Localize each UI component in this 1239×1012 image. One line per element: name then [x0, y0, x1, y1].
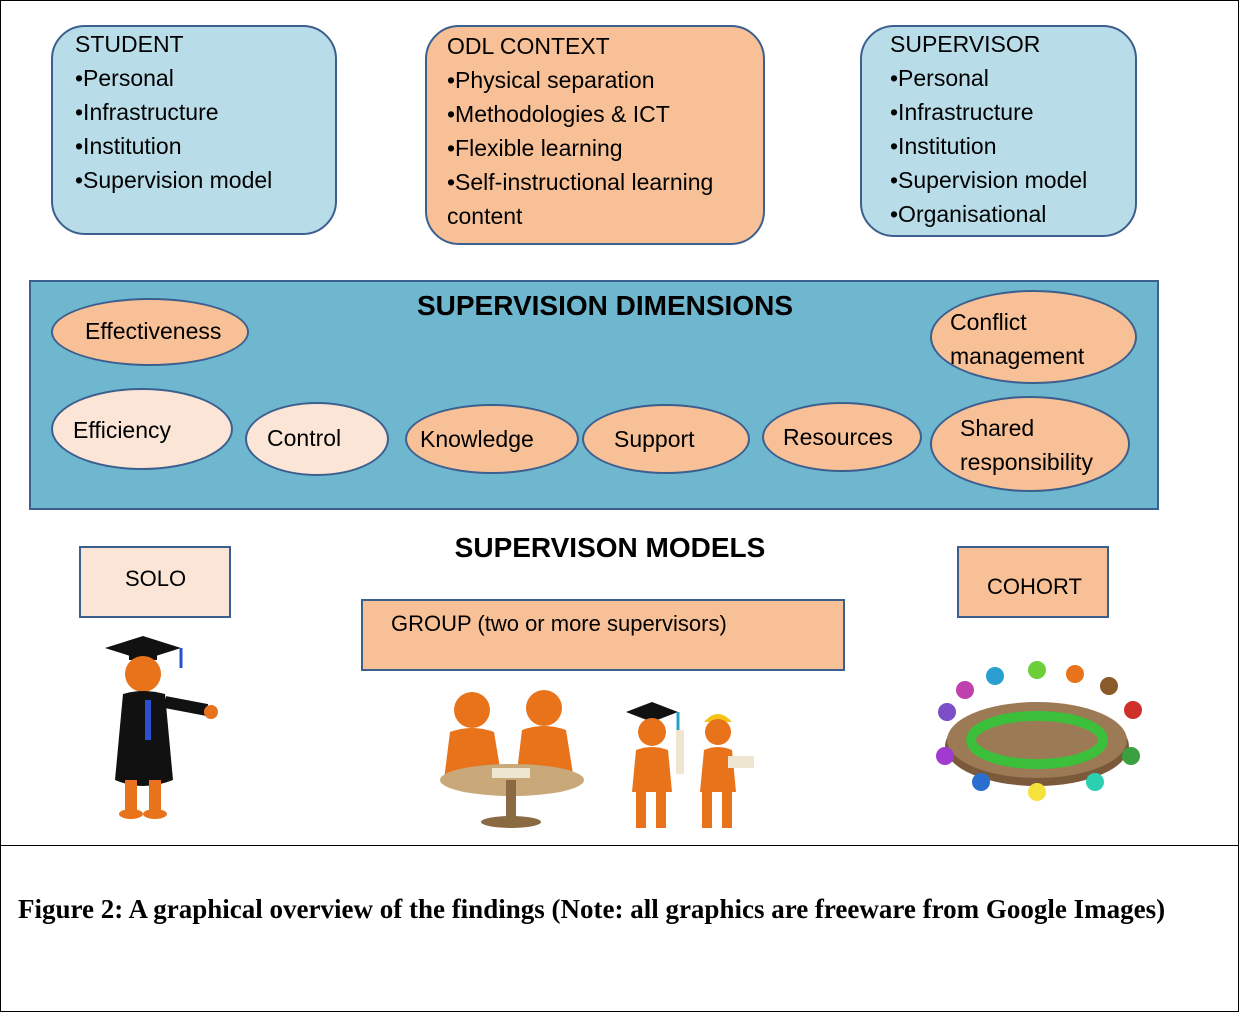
odl-item: •Self-instructional learning	[447, 169, 714, 195]
shared-label-line2: responsibility	[960, 449, 1093, 475]
cohort-roundtable-illustration	[936, 661, 1142, 801]
knowledge-label: Knowledge	[420, 426, 534, 452]
supervisor-item: •Supervision model	[890, 167, 1088, 193]
conflict-management-oval: Conflict management	[930, 290, 1137, 384]
knowledge-oval: Knowledge	[405, 404, 579, 474]
student-item: •Supervision model	[75, 167, 273, 193]
student-item: •Institution	[75, 133, 182, 159]
group-label: GROUP (two or more supervisors)	[391, 611, 727, 636]
student-box: STUDENT •Personal •Infrastructure •Insti…	[51, 25, 337, 235]
graduate-figure-illustration	[105, 636, 218, 819]
supervisor-title: SUPERVISOR	[890, 31, 1041, 57]
figure-caption: Figure 2: A graphical overview of the fi…	[18, 894, 1166, 924]
odl-item: •Physical separation	[447, 67, 655, 93]
group-box: GROUP (two or more supervisors)	[361, 599, 845, 671]
solo-label: SOLO	[125, 566, 187, 591]
student-item: •Personal	[75, 65, 174, 91]
resources-label: Resources	[783, 424, 893, 450]
group-meeting-illustration	[440, 690, 584, 828]
effectiveness-oval: Effectiveness	[51, 298, 249, 366]
control-oval: Control	[245, 402, 389, 476]
control-label: Control	[267, 425, 342, 451]
graduate-and-worker-illustration	[626, 702, 754, 828]
odl-context-box: ODL CONTEXT •Physical separation •Method…	[425, 25, 765, 245]
support-oval: Support	[582, 404, 750, 474]
supervisor-item: •Infrastructure	[890, 99, 1034, 125]
cohort-label: COHORT	[987, 574, 1082, 599]
effectiveness-label: Effectiveness	[85, 318, 222, 344]
student-title: STUDENT	[75, 31, 184, 57]
conflict-label-line2: management	[950, 343, 1085, 369]
efficiency-oval: Efficiency	[51, 388, 233, 470]
student-item: •Infrastructure	[75, 99, 219, 125]
odl-item: •Methodologies & ICT	[447, 101, 670, 127]
resources-oval: Resources	[762, 402, 922, 472]
supervisor-box: SUPERVISOR •Personal •Infrastructure •In…	[860, 25, 1137, 237]
efficiency-label: Efficiency	[73, 417, 172, 443]
shared-label-line1: Shared	[960, 415, 1035, 441]
solo-box: SOLO	[79, 546, 231, 618]
conflict-label-line1: Conflict	[950, 309, 1027, 335]
cohort-box: COHORT	[957, 546, 1109, 618]
supervisor-item: •Personal	[890, 65, 989, 91]
supervisor-item: •Institution	[890, 133, 997, 159]
support-label: Support	[614, 426, 695, 452]
odl-title: ODL CONTEXT	[447, 33, 610, 59]
shared-responsibility-oval: Shared responsibility	[930, 396, 1130, 492]
supervision-dimensions-title: SUPERVISION DIMENSIONS	[416, 290, 793, 321]
supervision-models-title: SUPERVISON MODELS	[454, 532, 766, 563]
odl-item: •Flexible learning	[447, 135, 623, 161]
caption-divider	[0, 845, 1239, 846]
supervisor-item: •Organisational	[890, 201, 1047, 227]
odl-item: content	[447, 203, 523, 229]
